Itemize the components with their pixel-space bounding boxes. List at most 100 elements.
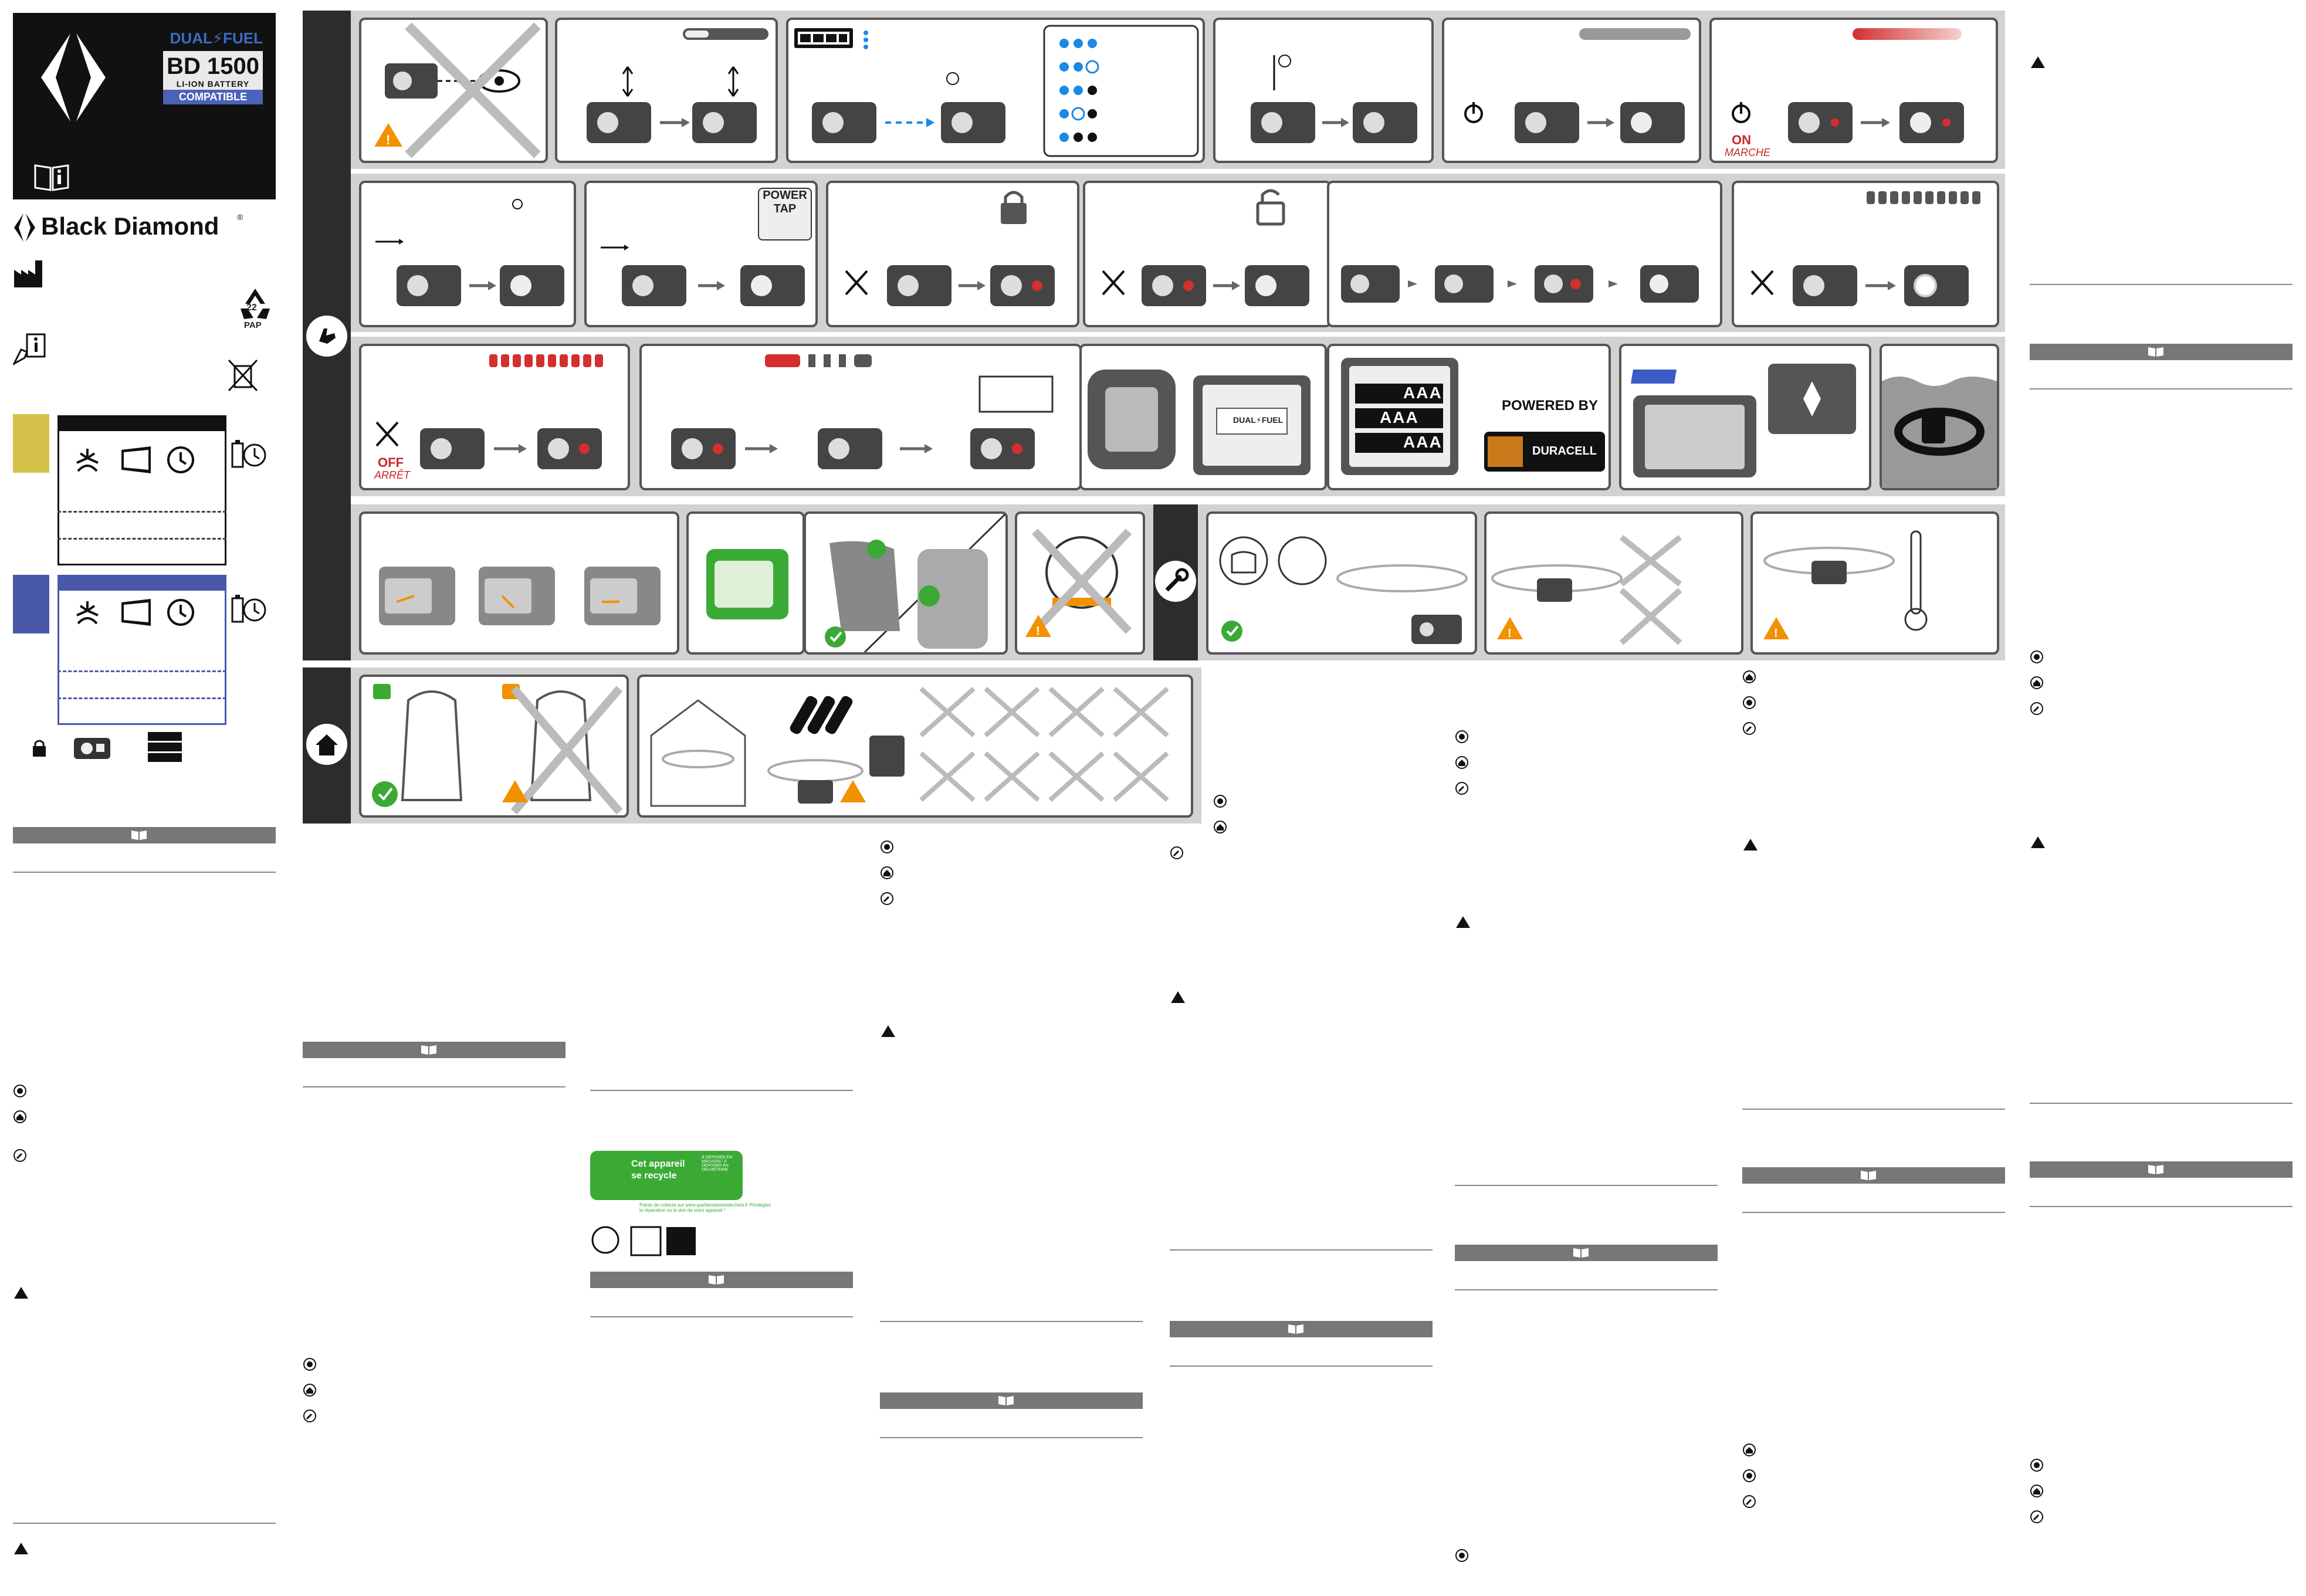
svg-text:!: ! — [386, 133, 390, 147]
section-divider — [13, 1523, 276, 1524]
storage-section-tab — [303, 667, 351, 824]
red-mode-illustration — [1732, 28, 1964, 143]
blue-mode-swatch — [13, 575, 49, 633]
section-header-bar — [303, 1042, 566, 1058]
warning-icon — [881, 1025, 895, 1037]
section-header-bar — [2030, 344, 2293, 360]
battery-door-illustration — [1088, 370, 1311, 475]
mini-icon-list — [880, 866, 894, 883]
mode-icon-row — [69, 598, 195, 627]
warning-icon — [1743, 839, 1758, 850]
duracell-label: DURACELL — [1532, 445, 1597, 458]
section-divider — [1170, 1365, 1433, 1367]
mode-icon-row — [69, 445, 195, 475]
card-sweep-mode — [359, 181, 576, 327]
wrench-mini-icon — [13, 1149, 26, 1162]
aaa-battery-stack-icon — [148, 732, 182, 762]
house-mini-icon — [303, 1384, 316, 1397]
section-header-bar — [2030, 1161, 2293, 1178]
recycling-badge: Cet appareil se recycle À DÉPOSER EN MAG… — [590, 1151, 743, 1200]
house-mini-icon — [1214, 821, 1227, 833]
manual-book-icon — [709, 1275, 724, 1285]
manual-book-icon — [1573, 1248, 1589, 1258]
section-divider — [880, 1437, 1143, 1438]
dashed-divider — [57, 697, 226, 699]
mini-icon-list — [1742, 1469, 1756, 1486]
battery-clock-icon — [231, 440, 266, 468]
dashed-divider — [57, 511, 226, 513]
card-red-strobe-off: OFF ARRÊT — [359, 344, 630, 490]
dashed-divider — [57, 538, 226, 540]
yellow-mode-swatch — [13, 414, 49, 473]
power-tap-illustration — [601, 245, 805, 306]
tilt-illustration — [379, 567, 661, 625]
mini-icon-list — [2030, 1510, 2044, 1527]
info-hand-icon — [13, 333, 46, 365]
flash-burst-icon — [76, 449, 99, 472]
card-aaa-install: AAA AAA AAA POWERED BY DURACELL — [1327, 344, 1611, 490]
aaa-label: AAA — [1403, 433, 1442, 451]
home-tab-icon — [306, 724, 347, 765]
section-divider — [1455, 1289, 1718, 1290]
red-strobe-pill — [489, 354, 603, 367]
no-neck-illustration: ! — [1025, 528, 1132, 638]
card-hold-timer — [1213, 18, 1434, 163]
beam-wedge-icon — [121, 599, 151, 626]
tag-icon — [303, 1358, 316, 1371]
clock-icon — [167, 599, 194, 626]
aaa-label: AAA — [1380, 408, 1419, 426]
card-storage-warnings — [637, 675, 1193, 818]
clean-illustration — [1219, 536, 1468, 644]
section-header-bar — [880, 1392, 1143, 1409]
wrench-mini-icon — [2030, 1510, 2043, 1523]
manual-book-icon — [1861, 1171, 1876, 1180]
tag-icon — [881, 841, 893, 853]
flash-burst-icon — [76, 601, 99, 625]
storage-lock-illustration — [372, 684, 623, 815]
manufacturer-icon — [14, 260, 42, 287]
card-lock — [826, 181, 1079, 327]
mini-icon-list — [1742, 670, 1756, 687]
warning-icon — [2031, 836, 2045, 848]
powered-by-label: POWERED BY — [1501, 398, 1598, 414]
power-tap-line2: TAP — [773, 202, 797, 215]
mini-icon-list — [1742, 696, 1756, 713]
section-header-bar — [1742, 1167, 2005, 1184]
mini-icon-list — [1213, 820, 1227, 837]
card-red-mode-select — [639, 344, 1082, 490]
wrench-mini-icon — [881, 892, 893, 905]
mode-cycle-illustration — [1341, 265, 1699, 303]
beam-wedge-icon — [121, 446, 151, 473]
weee-bin-icon — [228, 359, 258, 392]
card-no-chemicals: ! — [1484, 511, 1743, 655]
warning-icon — [1171, 991, 1185, 1003]
brightness-illustration — [587, 28, 768, 143]
section-divider — [1455, 1185, 1718, 1186]
mini-icon-list — [2030, 1458, 2044, 1475]
backpack-illustration — [825, 513, 1007, 653]
warning-icon — [1456, 916, 1470, 928]
house-mini-icon — [2030, 676, 2043, 689]
section-divider — [1170, 1249, 1433, 1251]
tag-icon — [2030, 650, 2043, 663]
house-mini-icon — [1743, 1443, 1756, 1456]
mini-icon-list — [1455, 781, 1469, 798]
warning-icon — [14, 1287, 28, 1299]
card-power-on-white — [1442, 18, 1701, 163]
red-select-illustration — [671, 354, 1054, 469]
manual-book-icon — [131, 831, 147, 840]
power-on-illustration — [1464, 28, 1691, 143]
badge-model-box: BD 1500 LI-ION BATTERY — [163, 51, 263, 90]
aaa-label: AAA — [1403, 384, 1442, 402]
mini-icon-list — [303, 1357, 317, 1374]
section-divider — [1742, 1212, 2005, 1213]
mini-icon-list — [1742, 1443, 1756, 1460]
strobe-pill — [1867, 191, 1980, 204]
power-tap-badge: POWER TAP — [758, 188, 812, 240]
storage-warnings-illustration — [650, 687, 1169, 807]
section-header-bar — [1170, 1321, 1433, 1337]
clock-icon — [167, 446, 194, 473]
cover-block: DUAL⚡FUEL BD 1500 LI-ION BATTERY COMPATI… — [13, 13, 276, 199]
tag-icon — [1455, 730, 1468, 743]
dual-fuel-label: DUAL⚡FUEL — [1233, 415, 1284, 425]
